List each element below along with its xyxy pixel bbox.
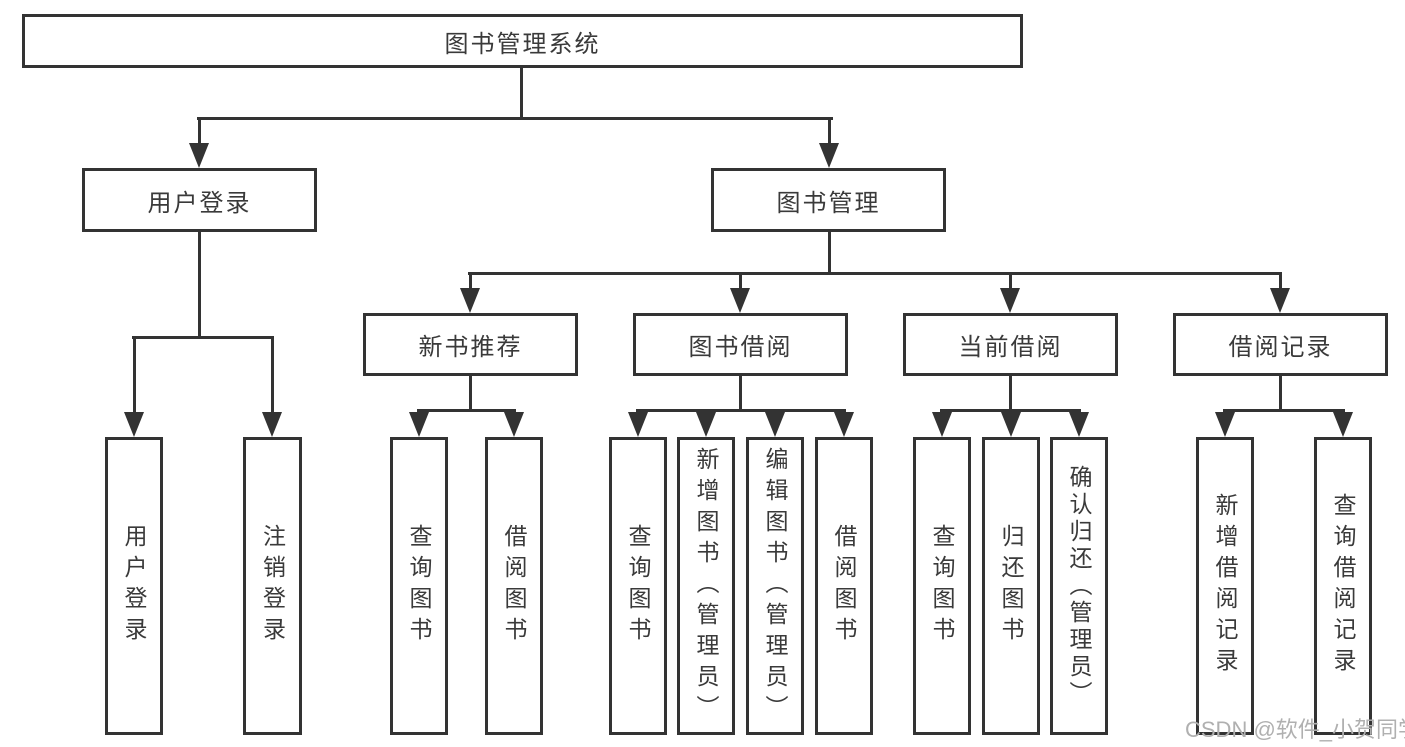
leaf-label: 借阅图书 xyxy=(501,524,527,648)
connector-bookmgmt-stub xyxy=(828,232,831,275)
arrow-down-icon xyxy=(819,143,839,168)
connector-section2-stub xyxy=(739,376,742,412)
leaf-add-borrow-record: 新增借阅记录 xyxy=(1196,437,1254,735)
connector-section1-hline xyxy=(417,409,516,412)
leaf-query-books-recommend: 查询图书 xyxy=(390,437,448,735)
arrow-down-icon xyxy=(1001,412,1021,437)
node-new-book-recommendation-label: 新书推荐 xyxy=(418,334,523,361)
arrow-down-icon xyxy=(1000,288,1020,313)
arrow-down-icon xyxy=(730,288,750,313)
leaf-borrow-books-recommend: 借阅图书 xyxy=(485,437,543,735)
leaf-label: 归还图书 xyxy=(998,524,1024,648)
arrow-down-icon xyxy=(932,412,952,437)
node-book-management: 图书管理 xyxy=(711,168,946,232)
leaf-user-login-label: 用户登录 xyxy=(121,524,147,648)
leaf-logout: 注销登录 xyxy=(243,437,302,735)
arrow-down-icon xyxy=(1270,288,1290,313)
leaf-confirm-return-admin: 确认归还（管理员） xyxy=(1050,437,1108,735)
connector-leaf-shaft xyxy=(271,336,274,416)
leaf-label: 确认归还（管理员） xyxy=(1066,464,1092,708)
node-root-label: 图书管理系统 xyxy=(444,30,601,58)
node-book-borrowing-label: 图书借阅 xyxy=(688,334,793,361)
arrow-down-icon xyxy=(124,412,144,437)
node-root: 图书管理系统 xyxy=(22,14,1023,68)
leaf-label: 借阅图书 xyxy=(831,524,857,648)
arrow-down-icon xyxy=(628,412,648,437)
arrow-down-icon xyxy=(765,412,785,437)
connector-section3-stub xyxy=(1009,376,1012,412)
arrow-down-icon xyxy=(460,288,480,313)
connector-section-shaft xyxy=(1279,272,1282,292)
node-new-book-recommendation: 新书推荐 xyxy=(363,313,578,376)
arrow-down-icon xyxy=(696,412,716,437)
arrow-down-icon xyxy=(189,143,209,168)
arrow-down-icon xyxy=(1333,412,1353,437)
connector-section1-stub xyxy=(469,376,472,412)
leaf-borrow-books-borrowing: 借阅图书 xyxy=(815,437,873,735)
leaf-label: 查询图书 xyxy=(625,524,651,648)
connector-userlogin-shaft xyxy=(198,117,201,147)
leaf-label: 编辑图书（管理员） xyxy=(762,446,788,726)
connector-userlogin-hline xyxy=(132,336,274,339)
connector-level3-hline xyxy=(468,272,1282,275)
connector-leaf-shaft xyxy=(133,336,136,416)
node-book-borrowing: 图书借阅 xyxy=(633,313,848,376)
connector-root-stub xyxy=(520,68,523,120)
arrow-down-icon xyxy=(1069,412,1089,437)
node-book-management-label: 图书管理 xyxy=(776,189,881,217)
arrow-down-icon xyxy=(834,412,854,437)
node-user-login: 用户登录 xyxy=(82,168,317,232)
leaf-query-books-current: 查询图书 xyxy=(913,437,971,735)
arrow-down-icon xyxy=(262,412,282,437)
leaf-query-books-borrowing: 查询图书 xyxy=(609,437,667,735)
arrow-down-icon xyxy=(1215,412,1235,437)
watermark: CSDN @软件_小贺同学 xyxy=(1185,717,1405,742)
connector-section4-stub xyxy=(1279,376,1282,412)
connector-userlogin-stub xyxy=(198,232,201,339)
leaf-label: 查询借阅记录 xyxy=(1330,493,1356,679)
connector-section-shaft xyxy=(739,272,742,292)
connector-section2-hline xyxy=(636,409,846,412)
leaf-add-books-admin: 新增图书（管理员） xyxy=(677,437,735,735)
leaf-label: 查询图书 xyxy=(929,524,955,648)
leaf-return-books: 归还图书 xyxy=(982,437,1040,735)
node-borrowing-records: 借阅记录 xyxy=(1173,313,1388,376)
leaf-label: 新增借阅记录 xyxy=(1212,493,1238,679)
node-borrowing-records-label: 借阅记录 xyxy=(1228,334,1333,361)
leaf-user-login: 用户登录 xyxy=(105,437,163,735)
leaf-label: 查询图书 xyxy=(406,524,432,648)
connector-section4-hline xyxy=(1223,409,1345,412)
node-user-login-label: 用户登录 xyxy=(147,189,252,217)
leaf-label: 新增图书（管理员） xyxy=(693,446,719,726)
node-current-borrowing: 当前借阅 xyxy=(903,313,1118,376)
leaf-edit-books-admin: 编辑图书（管理员） xyxy=(746,437,804,735)
connector-section-shaft xyxy=(1009,272,1012,292)
node-current-borrowing-label: 当前借阅 xyxy=(958,334,1063,361)
arrow-down-icon xyxy=(504,412,524,437)
leaf-query-borrow-record: 查询借阅记录 xyxy=(1314,437,1372,735)
leaf-logout-label: 注销登录 xyxy=(259,524,286,648)
connector-section-shaft xyxy=(469,272,472,292)
connector-bookmgmt-shaft xyxy=(828,117,831,147)
arrow-down-icon xyxy=(409,412,429,437)
connector-level2-hline xyxy=(197,117,833,120)
